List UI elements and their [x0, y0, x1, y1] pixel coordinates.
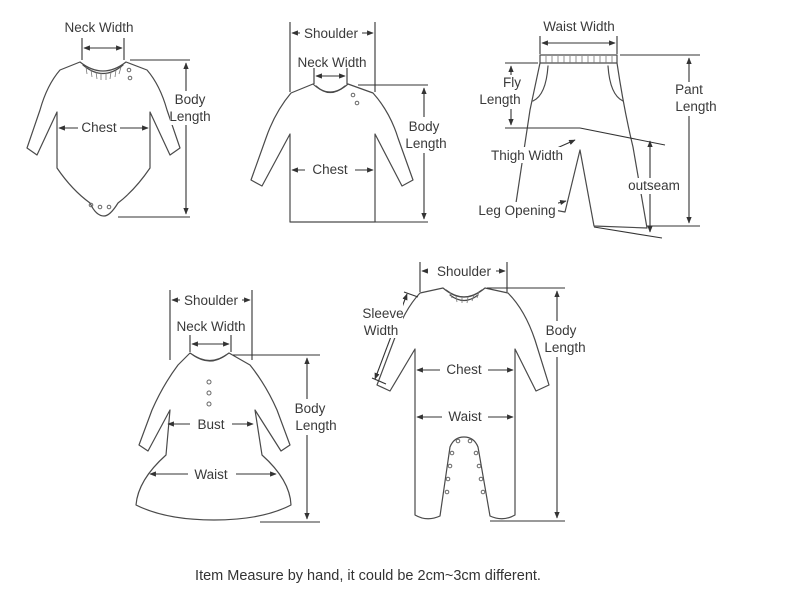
pants-fly-length-label-2: Length — [479, 92, 520, 107]
pants-outline — [515, 54, 648, 229]
pants-diagram: Waist Width Fly Length Pant Length Thigh… — [478, 19, 718, 239]
bodysuit-neck-width-label: Neck Width — [64, 20, 133, 35]
romper-waist-label: Waist — [448, 409, 481, 424]
dress-shoulder-label: Shoulder — [184, 293, 239, 308]
romper-sleeve-width-label-2: Width — [364, 323, 399, 338]
romper-body-length-label-1: Body — [546, 323, 577, 338]
dress-outline — [135, 352, 292, 521]
bodysuit-outline — [26, 61, 181, 217]
romper-body-length-label-2: Length — [544, 340, 585, 355]
shirt-chest-label: Chest — [312, 162, 348, 177]
romper-sleeve-width-label-1: Sleeve — [362, 306, 403, 321]
shirt-diagram: Shoulder Neck Width Chest Body Length — [250, 22, 447, 223]
shirt-body-length-label-2: Length — [405, 136, 446, 151]
dress-body-length-label-1: Body — [295, 401, 326, 416]
dress-bust-label: Bust — [197, 417, 224, 432]
pants-pant-length-label-2: Length — [675, 99, 716, 114]
bodysuit-chest-label: Chest — [81, 120, 117, 135]
pants-waist-width-label: Waist Width — [543, 19, 615, 34]
measurement-note: Item Measure by hand, it could be 2cm~3c… — [195, 568, 541, 584]
bodysuit-diagram: Neck Width Chest Body Length — [26, 20, 211, 218]
romper-shoulder-label: Shoulder — [437, 264, 492, 279]
pants-outseam-label: outseam — [628, 178, 680, 193]
bodysuit-body-length-label-1: Body — [175, 92, 206, 107]
dress-body-length-label-2: Length — [295, 418, 336, 433]
shirt-neck-width-label: Neck Width — [297, 55, 366, 70]
dress-waist-label: Waist — [194, 467, 227, 482]
bodysuit-body-length-label-2: Length — [169, 109, 210, 124]
romper-chest-label: Chest — [446, 362, 482, 377]
pants-pant-length-label-1: Pant — [675, 82, 703, 97]
romper-diagram: Shoulder Sleeve Width Chest Waist Body L… — [359, 262, 586, 522]
pants-fly-length-label-1: Fly — [503, 75, 521, 90]
shirt-outline — [250, 83, 414, 223]
shirt-shoulder-label: Shoulder — [304, 26, 359, 41]
shirt-body-length-label-1: Body — [409, 119, 440, 134]
pants-thigh-width-label: Thigh Width — [491, 148, 563, 163]
pants-leg-opening-label: Leg Opening — [478, 203, 555, 218]
dress-neck-width-label: Neck Width — [176, 319, 245, 334]
dress-diagram: Shoulder Neck Width Bust Waist Body Leng… — [135, 290, 337, 523]
